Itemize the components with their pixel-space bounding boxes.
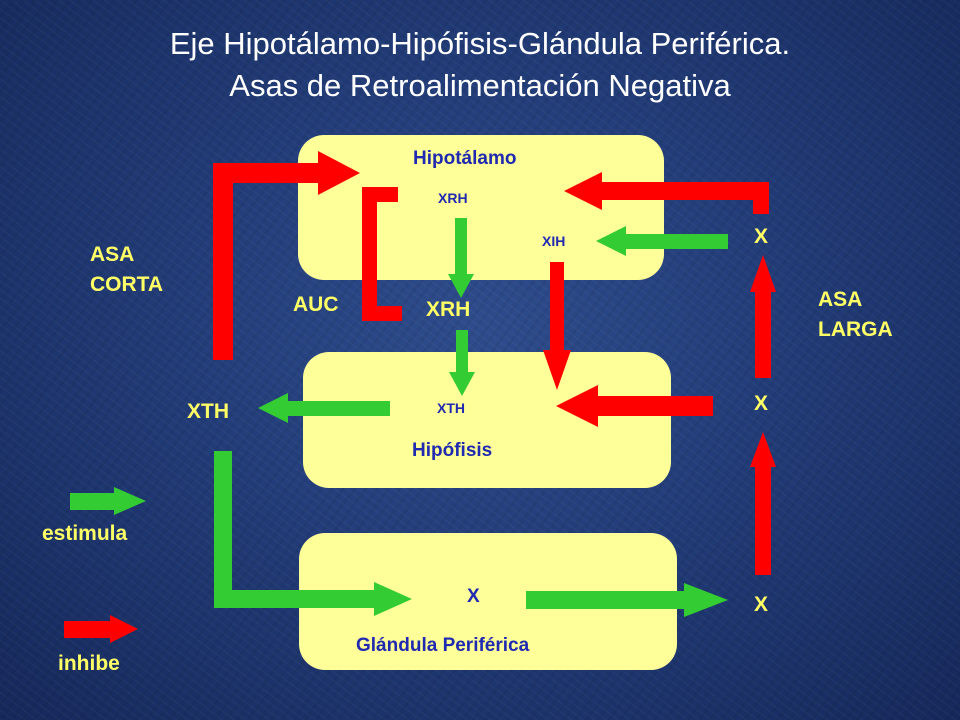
asa-corta-arrowhead <box>318 151 360 195</box>
asa-larga-label: ASA LARGA <box>818 285 893 345</box>
asa-larga-top-horizontal <box>600 182 769 200</box>
title-line-2: Asas de Retroalimentación Negativa <box>229 68 731 103</box>
asa-corta-horizontal <box>213 163 320 183</box>
asa-larga-top-arrowhead <box>564 172 602 210</box>
x-gland-label: X <box>467 586 480 607</box>
legend-inhibe-label: inhibe <box>58 652 120 675</box>
xth-big-label: XTH <box>187 400 229 423</box>
asa-corta-line-1: ASA <box>90 243 135 266</box>
xrh-down-shaft-2 <box>456 330 468 374</box>
xih-down-arrowhead <box>543 350 571 390</box>
asa-corta-line-2: CORTA <box>90 273 164 296</box>
hipotalamo-label: Hipotálamo <box>413 148 517 169</box>
x-up-lower-shaft <box>755 465 771 575</box>
xth-left-arrowhead <box>258 393 288 423</box>
xih-stim-arrowhead <box>596 226 626 256</box>
xth-path-vertical <box>214 451 232 608</box>
xth-path-horizontal <box>214 590 376 608</box>
title-line-1: Eje Hipotálamo-Hipófisis-Glándula Perifé… <box>169 26 791 61</box>
xth-left-shaft <box>286 401 390 416</box>
x-up-lower-arrowhead <box>750 432 776 467</box>
xih-down-shaft <box>550 262 564 352</box>
auc-bracket-vertical <box>362 187 377 321</box>
xth-path-arrowhead <box>374 582 412 616</box>
hipotalamo-box <box>298 135 664 280</box>
xih-label: XIH <box>542 233 566 249</box>
asa-corta-label: ASA CORTA <box>90 240 163 300</box>
x-out-arrowhead <box>684 583 728 617</box>
auc-bracket-bottom <box>362 306 402 321</box>
asa-larga-line-2: LARGA <box>818 318 893 341</box>
glandula-label: Glándula Periférica <box>356 635 530 656</box>
legend-estimula-label: estimula <box>42 522 128 545</box>
hipofisis-inhibit-arrowhead <box>556 385 598 427</box>
xth-small-label: XTH <box>437 400 465 416</box>
x-mid-label: X <box>754 392 769 415</box>
xrh-down-shaft-1 <box>455 218 467 276</box>
x-out-shaft <box>526 591 686 609</box>
x-top-label: X <box>754 225 769 248</box>
x-bottom-label: X <box>754 593 769 616</box>
hipofisis-box <box>303 352 671 488</box>
xih-stim-shaft <box>624 234 728 249</box>
xrh-small-label: XRH <box>438 190 468 206</box>
legend-estimula-arrowhead <box>114 487 146 515</box>
xrh-down-arrowhead-1 <box>448 274 474 298</box>
hipofisis-inhibit-shaft <box>596 396 713 416</box>
hipofisis-label: Hipófisis <box>412 440 493 461</box>
asa-corta-vertical <box>213 163 233 360</box>
xrh-big-label: XRH <box>426 298 471 321</box>
x-up-upper-arrowhead <box>750 255 776 292</box>
legend-estimula-shaft <box>70 493 116 510</box>
x-up-upper-shaft <box>755 290 771 378</box>
legend-inhibe-arrowhead <box>110 615 138 643</box>
legend-inhibe-shaft <box>64 621 112 638</box>
asa-larga-line-1: ASA <box>818 288 863 311</box>
xrh-down-arrowhead-2 <box>449 372 475 396</box>
auc-label: AUC <box>293 293 339 316</box>
